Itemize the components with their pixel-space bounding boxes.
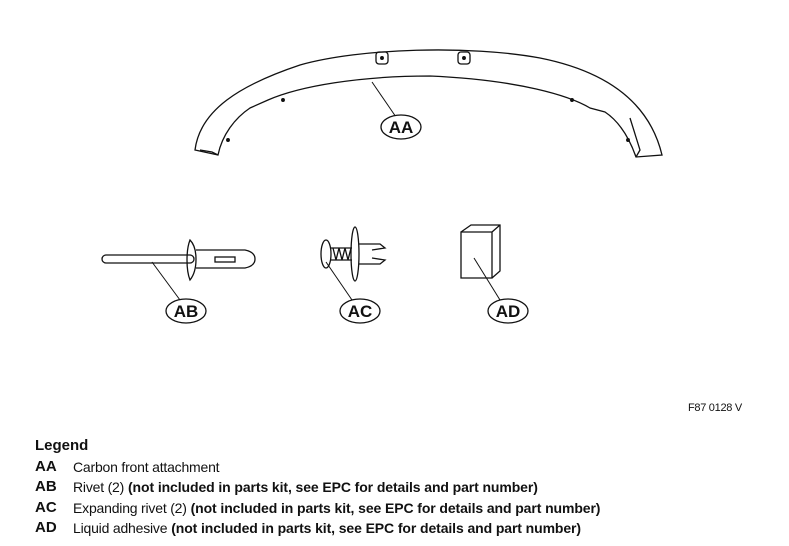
callout-ac: AC bbox=[348, 302, 373, 321]
leader-lines bbox=[151, 81, 501, 301]
legend-code: AC bbox=[35, 498, 57, 516]
legend-note: (not included in parts kit, see EPC for … bbox=[128, 479, 538, 496]
legend-item: AC Expanding rivet (2) (not included in … bbox=[35, 498, 600, 518]
legend-item: AB Rivet (2) (not included in parts kit,… bbox=[35, 477, 600, 497]
legend-desc: Rivet (2) bbox=[73, 479, 125, 496]
legend-title: Legend bbox=[35, 437, 89, 454]
callout-aa-bubble bbox=[380, 114, 422, 140]
expanding-rivet bbox=[320, 226, 387, 282]
liquid-adhesive-box bbox=[460, 224, 501, 279]
parts-illustration: AA AB AC AD bbox=[101, 49, 663, 324]
legend-code: AB bbox=[35, 478, 57, 496]
legend-desc: Carbon front attachment bbox=[73, 459, 220, 475]
callout-ac-bubble bbox=[339, 298, 381, 324]
callout-ab-bubble bbox=[165, 298, 207, 324]
legend-desc: Liquid adhesive bbox=[73, 519, 168, 536]
callout-ad: AD bbox=[496, 302, 521, 321]
callout-ab: AB bbox=[174, 302, 199, 321]
legend: Legend AA Carbon front attachment AB Riv… bbox=[35, 437, 600, 538]
legend-item: AD Liquid adhesive (not included in part… bbox=[35, 518, 600, 538]
legend-item: AA Carbon front attachment bbox=[35, 457, 600, 477]
rivet bbox=[101, 238, 256, 282]
figure-reference: F87 0128 V bbox=[688, 402, 742, 414]
legend-desc: Expanding rivet (2) bbox=[73, 499, 187, 516]
callout-ad-bubble bbox=[487, 298, 529, 324]
legend-code: AA bbox=[35, 458, 57, 475]
legend-note: (not included in parts kit, see EPC for … bbox=[190, 499, 601, 516]
callout-aa: AA bbox=[389, 118, 414, 137]
carbon-front-attachment bbox=[194, 49, 663, 158]
legend-note: (not included in parts kit, see EPC for … bbox=[171, 519, 581, 536]
legend-code: AD bbox=[35, 518, 57, 536]
